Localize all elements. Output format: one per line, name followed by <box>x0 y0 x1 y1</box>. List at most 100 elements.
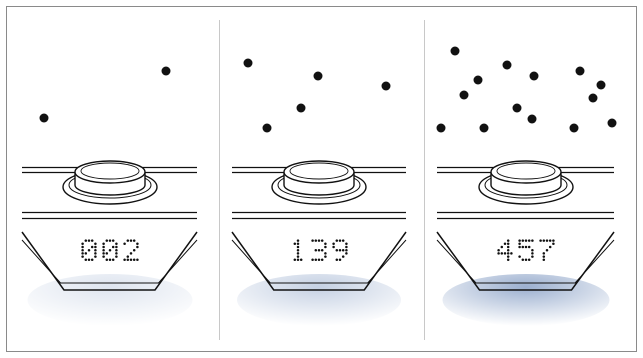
display-pixel <box>531 252 534 255</box>
display-pixel <box>108 239 112 242</box>
display-pixel <box>108 248 112 252</box>
display-pixel <box>518 239 521 242</box>
display-pixel <box>518 255 521 258</box>
display-pixel <box>296 245 300 249</box>
display-pixel <box>506 252 510 255</box>
display-pixel <box>296 239 300 242</box>
display-pixel <box>324 255 327 258</box>
display-pixel <box>521 258 525 262</box>
display-pixel <box>500 245 504 249</box>
button-cap-highlight <box>289 162 349 180</box>
button-cap <box>490 160 562 184</box>
display-pixel <box>111 245 115 249</box>
display-pixel <box>531 248 534 252</box>
display-pixel <box>314 258 318 262</box>
display-pixel <box>324 252 327 255</box>
display-pixel <box>527 258 531 262</box>
housing-inner-outline <box>231 239 407 284</box>
display-pixel <box>126 255 130 258</box>
display-pixel <box>506 245 510 249</box>
display-pixel <box>345 252 348 255</box>
display-pixel <box>94 242 97 246</box>
display-pixel <box>115 245 118 249</box>
display-pixel <box>84 239 88 242</box>
display-pixel <box>506 258 510 262</box>
display-pixel <box>105 258 109 262</box>
detector-glow <box>237 274 401 326</box>
display-pixel <box>293 242 297 246</box>
display-pixel <box>335 248 339 252</box>
display-pixel <box>115 242 118 246</box>
display-pixel <box>296 255 300 258</box>
display-pixel <box>338 248 342 252</box>
display-pixel <box>531 239 534 242</box>
display-pixel <box>324 245 327 249</box>
display-pixel <box>542 258 546 262</box>
particle-dot <box>436 123 446 133</box>
display-pixel <box>332 245 335 249</box>
display-pixel <box>311 239 314 242</box>
display-pixel <box>105 252 109 255</box>
display-pixel <box>136 258 139 262</box>
display-pixel <box>521 239 525 242</box>
display-pixel <box>341 239 345 242</box>
particle-dot <box>512 103 522 113</box>
particle-dot <box>527 114 537 124</box>
particle-dot <box>296 103 306 113</box>
dot-matrix-display: 002 <box>81 239 139 262</box>
display-pixel <box>129 252 133 255</box>
display-pixel <box>87 258 91 262</box>
display-pixel <box>94 255 97 258</box>
display-pixel <box>132 239 136 242</box>
display-pixel <box>524 258 528 262</box>
display-pixel <box>335 239 339 242</box>
display-pixel <box>345 248 348 252</box>
display-pixel <box>102 245 105 249</box>
display-pixel <box>90 239 94 242</box>
display-pixel <box>510 252 513 255</box>
display-pixel <box>506 248 510 252</box>
particle-dot <box>243 58 253 68</box>
display-pixel <box>320 239 324 242</box>
display-pixel <box>527 245 531 249</box>
display-pixel <box>548 245 552 249</box>
display-pixel <box>90 245 94 249</box>
display-pixel <box>324 242 327 246</box>
display-pixel <box>332 242 335 246</box>
display-pixel <box>542 239 546 242</box>
display-pixel <box>111 239 115 242</box>
particle-dot <box>596 80 606 90</box>
display-pixel <box>320 248 324 252</box>
display-pixel <box>338 258 342 262</box>
display-pixel <box>123 242 126 246</box>
display-pixel <box>320 258 324 262</box>
particle-dot <box>450 46 460 56</box>
display-pixel <box>542 252 546 255</box>
display-pixel <box>108 258 112 262</box>
particle-dot <box>381 81 391 91</box>
panel-3: 457 <box>436 46 617 326</box>
panel-1: 002 <box>21 66 198 326</box>
display-pixel <box>87 248 91 252</box>
outer-frame <box>6 6 637 352</box>
particle-dot <box>313 71 323 81</box>
display-pixel <box>506 242 510 246</box>
display-pixel <box>102 248 105 252</box>
display-pixel <box>296 258 300 262</box>
particle-dot <box>529 71 539 81</box>
detector-glow <box>442 274 610 326</box>
display-pixel <box>296 242 300 246</box>
display-pixel <box>524 239 528 242</box>
display-pixel <box>102 252 105 255</box>
display-pixel <box>81 242 84 246</box>
display-pixel <box>296 252 300 255</box>
particle-dot <box>607 118 617 128</box>
display-pixel <box>338 239 342 242</box>
display-pixel <box>545 239 549 242</box>
display-pixel <box>115 255 118 258</box>
display-pixel <box>293 258 297 262</box>
display-pixel <box>296 248 300 252</box>
display-pixel <box>132 248 136 252</box>
